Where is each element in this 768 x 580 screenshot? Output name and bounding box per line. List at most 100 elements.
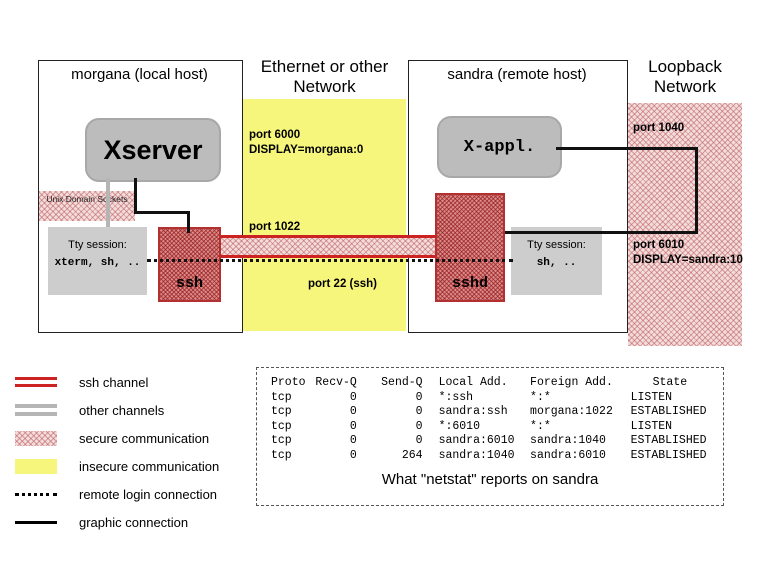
legend-label: insecure communication <box>79 458 220 474</box>
netstat-cell: 0 <box>349 448 357 462</box>
sshd-process-box: sshd <box>435 193 505 302</box>
display-sandra-text: DISPLAY=sandra:10 <box>633 253 743 266</box>
legend-item-other-channels: other channels <box>15 400 164 420</box>
netstat-cell: sandra:6010 <box>530 448 606 462</box>
secure-communication-swatch <box>15 430 57 446</box>
socket-to-ssh-line <box>187 211 190 233</box>
graphic-connection-swatch <box>15 520 57 524</box>
ssh-process-label: ssh <box>175 275 203 292</box>
port-6000-text: port 6000 <box>249 129 301 141</box>
netstat-cell: *:6010 <box>438 419 480 433</box>
xappl-label: X-appl. <box>463 137 536 157</box>
unix-domain-sockets-label: Unix Domain Sockets <box>46 194 128 204</box>
netstat-cell: morgana:1022 <box>530 405 613 418</box>
xappl-node: X-appl. <box>437 116 562 178</box>
netstat-column-header: State <box>652 376 688 389</box>
display-morgana-text: DISPLAY=morgana:0 <box>249 143 364 156</box>
netstat-cell: ESTABLISHED <box>630 448 707 462</box>
netstat-output-box: Proto Recv-Q Send-Q Local Add. Foreign Add. S… <box>256 367 724 506</box>
netstat-cell: LISTEN <box>630 390 673 404</box>
netstat-cell: *:ssh <box>438 390 474 404</box>
sandra-host-title: sandra (remote host) <box>447 66 587 83</box>
morgana-tty-session-box: Tty session: xterm, sh, .. <box>48 227 147 295</box>
morgana-tty-title: Tty session: <box>68 239 127 251</box>
xappl-loopback-line-top <box>556 147 698 150</box>
netstat-cell: ESTABLISHED <box>630 405 707 418</box>
legend-label: secure communication <box>79 430 210 446</box>
netstat-cell: 0 <box>415 390 423 404</box>
ssh-tunnel-channel <box>221 235 436 258</box>
ethernet-network-region <box>243 99 406 331</box>
port-1040-label: port 1040 <box>633 122 685 134</box>
netstat-cell: 0 <box>349 405 357 418</box>
netstat-cell: sandra:6010 <box>438 434 515 447</box>
unix-domain-sockets-band: Unix Domain Sockets <box>39 191 135 221</box>
loopback-line-vertical <box>695 147 698 234</box>
legend-item-insecure-communication: insecure communication <box>15 456 219 476</box>
other-channels-swatch <box>15 402 57 418</box>
netstat-column-header: Recv-Q <box>315 376 357 389</box>
port-6010-text: port 6010 <box>633 239 685 251</box>
netstat-cell: *:* <box>530 419 551 433</box>
loopback-to-sshd-line <box>505 231 698 234</box>
netstat-cell: sandra:1040 <box>530 434 606 447</box>
sandra-tty-title: Tty session: <box>527 239 586 251</box>
legend-item-ssh-channel: ssh channel <box>15 372 148 392</box>
remote-login-dotted-line <box>147 259 513 262</box>
netstat-cell: tcp <box>271 405 292 418</box>
netstat-cell: LISTEN <box>630 419 673 433</box>
netstat-cell: ESTABLISHED <box>630 434 707 447</box>
port-22-label: port 22 (ssh) <box>308 278 378 290</box>
legend-label: remote login connection <box>79 486 218 502</box>
xserver-socket-line-vertical <box>134 178 137 214</box>
netstat-cell: 0 <box>415 405 423 418</box>
xserver-node: Xserver <box>85 118 221 182</box>
legend-item-graphic-connection: graphic connection <box>15 512 188 532</box>
netstat-cell: tcp <box>271 419 292 433</box>
netstat-cell: 0 <box>415 434 423 447</box>
legend-item-remote-login: remote login connection <box>15 484 217 504</box>
netstat-cell: 0 <box>349 434 357 447</box>
netstat-column-header: Local Add. <box>438 376 508 389</box>
netstat-cell: tcp <box>271 390 292 404</box>
xserver-socket-line-horizontal <box>134 211 190 214</box>
netstat-row: tcp 0 0 sandra:ssh morgana:1022 ESTABLISHED <box>271 405 723 420</box>
port-6000-label: port 6000 DISPLAY=morgana:0 <box>249 128 363 158</box>
netstat-cell: 0 <box>349 419 357 433</box>
morgana-host-title: morgana (local host) <box>71 66 208 83</box>
ssh-process-box: ssh <box>158 227 221 302</box>
netstat-cell: 0 <box>349 390 357 404</box>
port-6010-label: port 6010 DISPLAY=sandra:10 <box>633 238 743 268</box>
netstat-cell: tcp <box>271 448 292 462</box>
netstat-caption: What "netstat" reports on sandra <box>381 471 599 488</box>
netstat-column-header: Proto <box>271 376 306 389</box>
ssh-channel-swatch <box>15 375 57 389</box>
ethernet-network-title: Ethernet or other Network <box>260 57 389 97</box>
netstat-cell: 0 <box>415 419 423 433</box>
netstat-cell: 264 <box>401 448 423 462</box>
loopback-network-title: Loopback Network <box>648 57 722 97</box>
insecure-communication-swatch <box>15 458 57 474</box>
netstat-cell: sandra:ssh <box>438 405 508 418</box>
legend-label: ssh channel <box>79 374 149 390</box>
legend-item-secure-communication: secure communication <box>15 428 209 448</box>
remote-login-swatch <box>15 492 57 496</box>
netstat-row: tcp 0 0 *:6010 *:* LISTEN <box>271 420 723 435</box>
netstat-head-row: Proto Recv-Q Send-Q Local Add. Foreign Add. S… <box>271 376 723 391</box>
morgana-tty-programs: xterm, sh, .. <box>54 257 141 269</box>
port-1022-label: port 1022 <box>249 221 301 233</box>
netstat-column-header: Foreign Add. <box>530 376 613 389</box>
loopback-network-region <box>628 103 742 346</box>
sandra-tty-session-box: Tty session: sh, .. <box>511 227 602 295</box>
netstat-cell: sandra:1040 <box>438 448 515 462</box>
legend-label: graphic connection <box>79 514 189 530</box>
netstat-row: tcp 0 264 sandra:1040 sandra:6010 ESTABLISHED <box>271 449 723 464</box>
legend-label: other channels <box>79 402 165 418</box>
xserver-label: Xserver <box>103 134 203 165</box>
netstat-column-header: Send-Q <box>381 376 423 389</box>
netstat-table: Proto Recv-Q Send-Q Local Add. Foreign Add. S… <box>271 376 723 463</box>
